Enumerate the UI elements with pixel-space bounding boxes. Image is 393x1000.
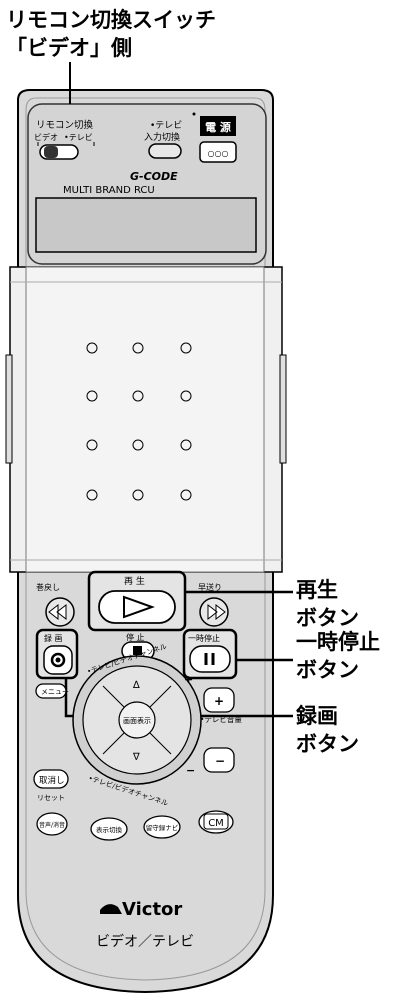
hidden-key-3[interactable] <box>180 342 192 354</box>
rewind-icon <box>48 603 67 621</box>
victor-dog-logo <box>100 904 122 914</box>
tv-input-line1: •テレビ <box>150 120 182 131</box>
display-switch-button[interactable] <box>90 817 128 841</box>
brand-line: MULTI BRAND RCU <box>63 185 155 196</box>
dpad-down[interactable]: ∇ <box>132 752 140 763</box>
hidden-key-8[interactable] <box>132 439 144 451</box>
cm-label: CM <box>208 818 224 829</box>
switch-video-label: ビデオ <box>34 132 58 142</box>
rec-navi-button[interactable] <box>143 815 181 839</box>
switch-title: リモコン切換 <box>36 119 94 131</box>
hidden-key-2[interactable] <box>132 342 144 354</box>
tv-input-button[interactable] <box>148 143 182 159</box>
mute-button[interactable] <box>36 812 68 836</box>
power-dots: ○○○ <box>208 149 229 158</box>
rec-label: 録 画 <box>44 633 63 643</box>
rec-navi-label: 留守録ナビ <box>146 823 179 832</box>
cm-button[interactable] <box>198 810 234 834</box>
menu-button[interactable] <box>35 683 67 699</box>
channel-minus: − <box>186 764 195 777</box>
volume-down-icon: − <box>215 754 225 768</box>
ff-label: 早送り <box>198 582 222 592</box>
reset-label: リセット <box>37 794 65 802</box>
switch-tv-label: •テレビ <box>64 133 93 142</box>
rewind-label: 巻戻し <box>36 582 60 592</box>
power-button[interactable] <box>199 141 237 163</box>
remote-switch-callout-line1: リモコン切換スイッチ <box>6 8 216 32</box>
gcode-logo: G-CODE <box>130 170 178 183</box>
display-button[interactable] <box>118 701 156 739</box>
dpad-up[interactable]: ∆ <box>132 680 140 691</box>
ff-icon <box>207 603 226 621</box>
cancel-button[interactable] <box>33 769 69 789</box>
pause-label: 一時停止 <box>188 633 220 643</box>
hidden-key-12[interactable] <box>180 489 192 501</box>
lcd-window <box>35 197 257 253</box>
play-icon <box>123 595 155 619</box>
volume-down-button[interactable] <box>203 747 235 773</box>
hidden-key-10[interactable] <box>86 489 98 501</box>
pause-callout-line1: 一時停止 <box>296 630 380 654</box>
display-label: 画面表示 <box>123 716 151 725</box>
hidden-key-1[interactable] <box>86 342 98 354</box>
hidden-key-6[interactable] <box>180 390 192 402</box>
hidden-key-11[interactable] <box>132 489 144 501</box>
display-switch-label: 表示切換 <box>96 825 123 834</box>
tv-input-line2: 入力切換 <box>144 131 180 143</box>
play-callout-line1: 再生 <box>296 578 338 602</box>
record-callout-line1: 録画 <box>296 704 338 728</box>
play-callout-line2: ボタン <box>296 606 359 630</box>
pause-button[interactable] <box>189 645 231 673</box>
brand-logo: Victor <box>122 899 182 920</box>
stop-label: 停 止 <box>126 632 145 642</box>
record-callout-line2: ボタン <box>296 732 359 756</box>
tv-volume-label: •テレビ音量 <box>200 714 242 724</box>
channel-plus: + <box>184 673 193 686</box>
menu-label: メニュー <box>41 688 69 696</box>
pause-callout-line2: ボタン <box>296 658 359 682</box>
volume-up-button[interactable] <box>203 687 235 713</box>
hidden-key-5[interactable] <box>132 390 144 402</box>
stop-icon <box>133 646 142 655</box>
remote-switch-callout-line2: 「ビデオ」側 <box>6 36 132 60</box>
cancel-label: 取消し <box>39 775 65 786</box>
volume-up-icon: + <box>214 694 224 708</box>
hidden-key-9[interactable] <box>180 439 192 451</box>
footer-label: ビデオ／テレビ <box>96 933 194 950</box>
play-label: 再 生 <box>124 575 145 587</box>
hidden-key-4[interactable] <box>86 390 98 402</box>
remote-switch[interactable] <box>39 144 79 160</box>
mute-label: 音声/消音 <box>39 821 65 829</box>
pause-icon <box>204 653 215 665</box>
power-label-box <box>200 116 236 136</box>
power-label: 電 源 <box>205 120 231 134</box>
hidden-key-7[interactable] <box>86 439 98 451</box>
